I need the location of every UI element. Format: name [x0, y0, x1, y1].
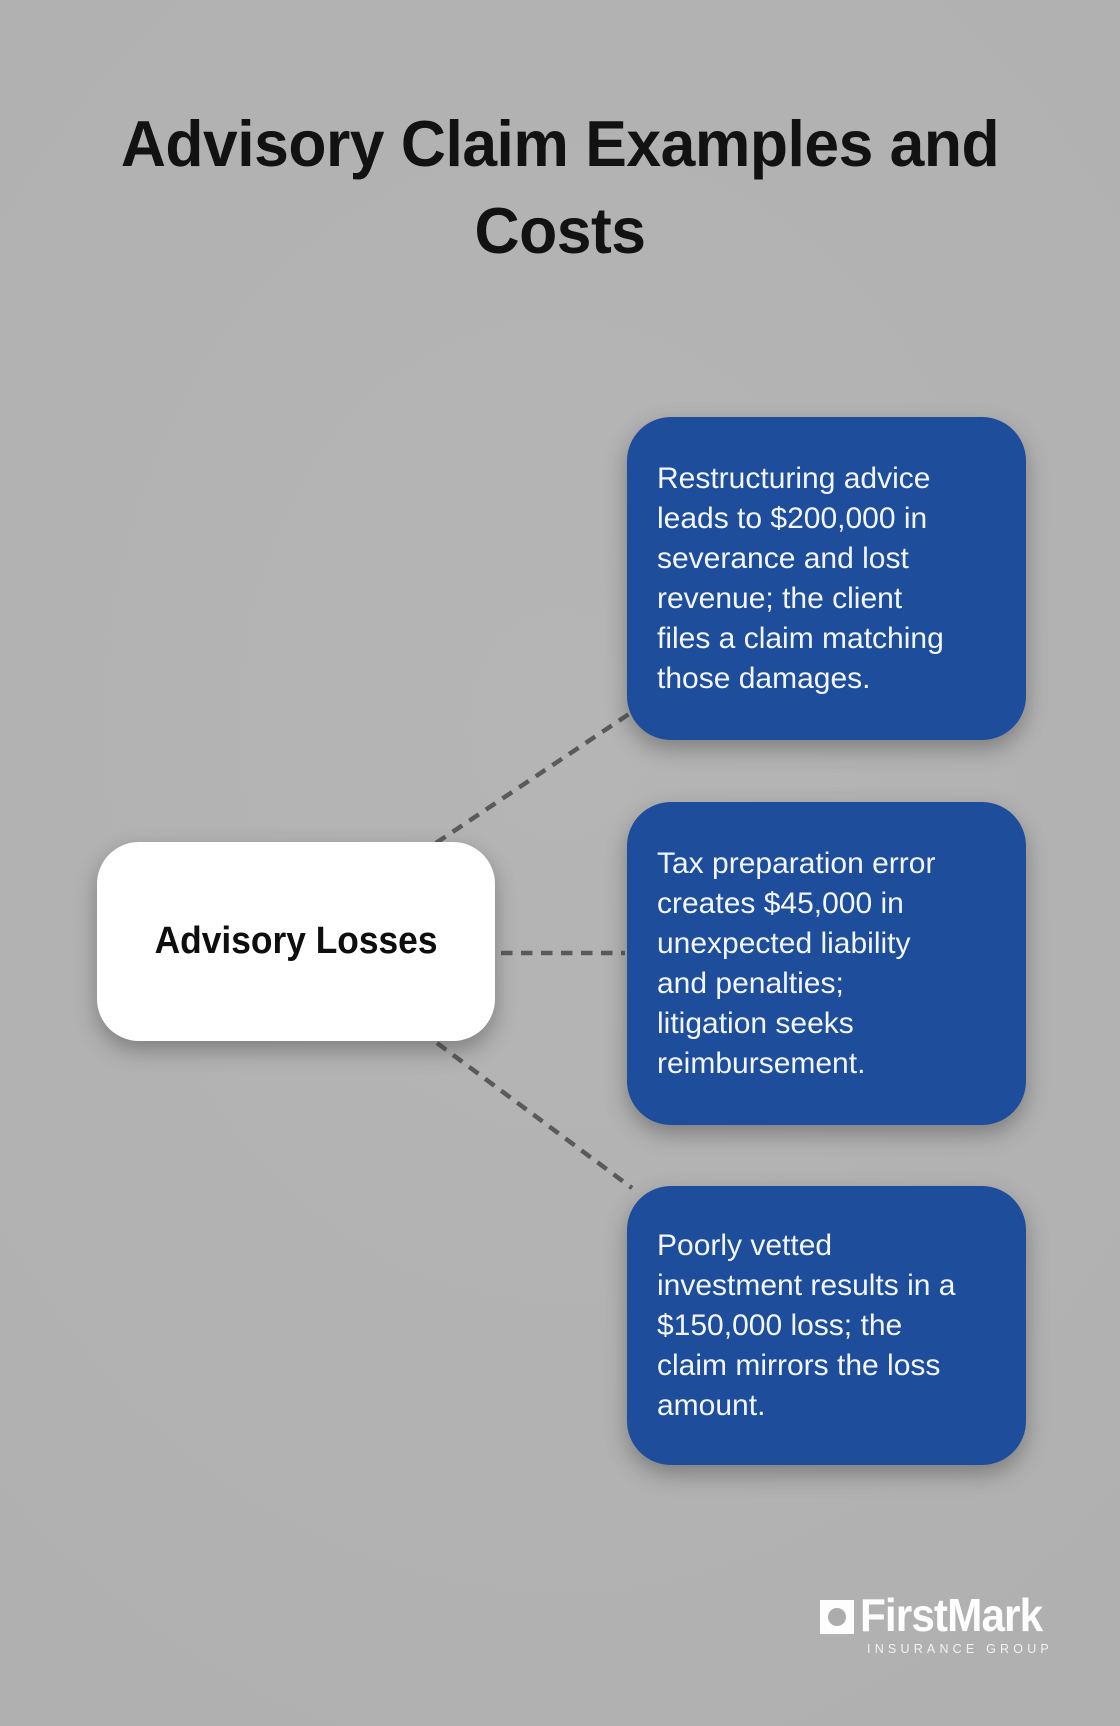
page-title: Advisory Claim Examples and Costs [22, 100, 1097, 274]
advisory-losses-label: Advisory Losses [154, 920, 438, 962]
claim-card-tax-preparation-text: Tax preparation error creates $45,000 in… [657, 846, 936, 1080]
connector-bottom-line [435, 1041, 634, 1190]
firstmark-logo: FirstMark INSURANCE GROUP [820, 1592, 1060, 1656]
claim-card-restructuring: Restructuring advice leads to $200,000 i… [627, 417, 1026, 740]
advisory-losses-node: Advisory Losses [97, 842, 495, 1041]
firstmark-square-icon [820, 1600, 854, 1634]
page-title-line-2: Costs [474, 194, 646, 267]
claim-card-investment: Poorly vetted investment results in a $1… [627, 1186, 1026, 1465]
claim-card-investment-text: Poorly vetted investment results in a $1… [657, 1228, 956, 1422]
connector-top-line [434, 712, 631, 845]
logo-tagline: INSURANCE GROUP [867, 1642, 1053, 1656]
logo-wordmark: FirstMark [860, 1589, 1043, 1641]
claim-card-restructuring-text: Restructuring advice leads to $200,000 i… [657, 461, 944, 695]
firstmark-circle-cutout-icon [828, 1608, 846, 1626]
firstmark-logo-row: FirstMark [820, 1592, 1060, 1638]
page-title-line-1: Advisory Claim Examples and [120, 107, 1000, 180]
claim-card-tax-preparation: Tax preparation error creates $45,000 in… [627, 802, 1026, 1125]
